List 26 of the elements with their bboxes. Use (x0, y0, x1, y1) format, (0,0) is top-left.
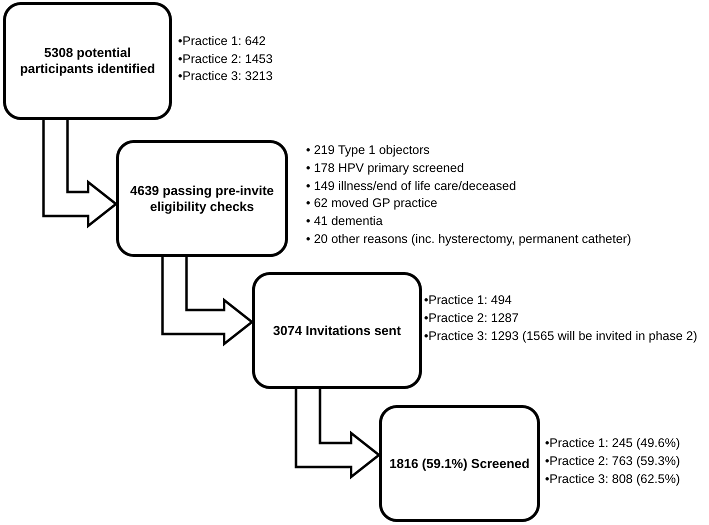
bullet-item: •Practice 3: 3213 (178, 68, 273, 85)
process-box (252, 272, 422, 389)
bullet-item: •Practice 2: 1287 (424, 310, 520, 327)
bullet-item: •Practice 2: 763 (59.3%) (545, 453, 680, 470)
bullet-item: •Practice 3: 1293 (1565 will be invited in phase 2) (424, 328, 698, 345)
process-box (116, 140, 288, 257)
bullet-item: • 149 illness/end of life care/deceased (306, 178, 518, 195)
process-box (3, 2, 172, 120)
process-box (379, 405, 540, 522)
block-arrow (161, 257, 254, 346)
bullet-item: •Practice 3: 808 (62.5%) (545, 471, 680, 488)
bullet-item: • 41 dementia (306, 213, 384, 230)
block-arrow (42, 120, 118, 228)
step-text: 4639 passing pre-invite eligibility checks (129, 182, 275, 214)
bullet-item: •Practice 1: 642 (178, 33, 267, 50)
bullet-item: • 20 other reasons (inc. hysterectomy, permanent catheter) (306, 230, 632, 248)
bullet-item: • 178 HPV primary screened (306, 160, 465, 177)
step-text: 5308 potential participants identified (18, 45, 156, 77)
step-text: 1816 (59.1%) Screened (389, 456, 530, 472)
bullet-item: •Practice 1: 494 (424, 292, 513, 309)
bullet-item: •Practice 1: 245 (49.6%) (545, 435, 680, 452)
step-text: 3074 Invitations sent (273, 322, 401, 338)
bullet-item: • 62 moved GP practice (306, 195, 438, 212)
block-arrow (294, 389, 380, 478)
bullet-item: • 219 Type 1 objectors (306, 142, 431, 159)
bullet-item: •Practice 2: 1453 (178, 50, 273, 68)
